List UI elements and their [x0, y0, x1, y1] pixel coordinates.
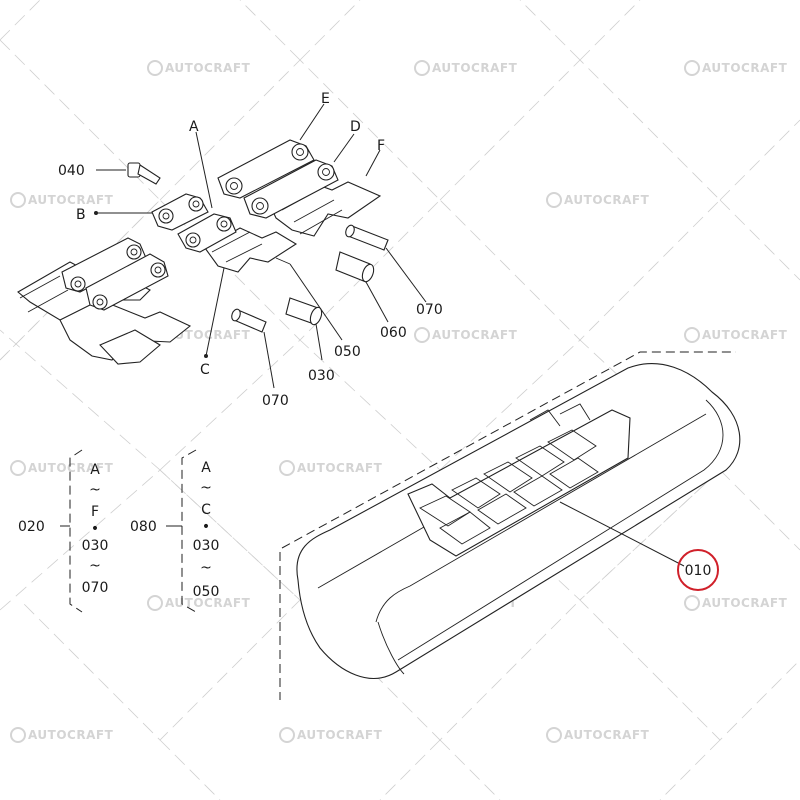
rubber-track [279, 351, 741, 700]
set-020-item: ~ [89, 558, 101, 574]
watermark-logo: AUTOCRAFT [279, 460, 383, 476]
callout-070-lower: 070 [262, 393, 289, 409]
watermark-logo: AUTOCRAFT [10, 460, 114, 476]
watermark-logo: AUTOCRAFT [147, 60, 251, 76]
set-020-item: F [91, 504, 99, 520]
watermark-logo: AUTOCRAFT [546, 192, 650, 208]
watermark-text: AUTOCRAFT [165, 61, 251, 75]
watermark-logo: AUTOCRAFT [10, 727, 114, 743]
set-020: 020 A ~ F • 030 ~ 070 [18, 462, 108, 596]
watermark-logo: AUTOCRAFT [546, 727, 650, 743]
highlight-circle [677, 549, 719, 591]
set-020-item: 070 [82, 580, 109, 596]
set-020-item: 030 [82, 538, 109, 554]
watermark-logos: AUTOCRAFT AUTOCRAFT AUTOCRAFT AUTOCRAFT … [10, 60, 788, 743]
set-080-item: ~ [200, 480, 212, 496]
watermark-logo: AUTOCRAFT [684, 60, 788, 76]
watermark-text: AUTOCRAFT [165, 328, 251, 342]
watermark-logo: AUTOCRAFT [147, 595, 251, 611]
watermark-text: AUTOCRAFT [28, 728, 114, 742]
callout-010-highlight[interactable]: 010 [677, 549, 719, 591]
callout-060: 060 [380, 325, 407, 341]
set-brackets [60, 449, 197, 613]
watermark-text: AUTOCRAFT [702, 61, 788, 75]
set-080-item: ~ [200, 560, 212, 576]
set-080-item: 030 [193, 538, 220, 554]
watermark-text: AUTOCRAFT [564, 728, 650, 742]
callout-b: B [76, 207, 86, 223]
set-080-item: • [202, 519, 210, 535]
set-080: 080 A ~ C • 030 ~ 050 [130, 460, 219, 600]
callout-030: 030 [308, 368, 335, 384]
link-assembly-b [127, 162, 298, 273]
watermark-logo: AUTOCRAFT [414, 60, 518, 76]
watermark-logo: AUTOCRAFT [414, 327, 518, 343]
watermark-logo: AUTOCRAFT [684, 327, 788, 343]
callout-c: C [200, 362, 210, 378]
watermark-text: AUTOCRAFT [702, 328, 788, 342]
watermark-logo: AUTOCRAFT [10, 192, 114, 208]
watermark-text: AUTOCRAFT [28, 461, 114, 475]
callout-labels: 040 B A E D F C 070 060 050 030 070 [58, 91, 443, 409]
watermark-text: AUTOCRAFT [165, 596, 251, 610]
callout-e: E [321, 91, 330, 107]
callout-a: A [189, 119, 199, 135]
callout-040: 040 [58, 163, 85, 179]
callout-070-upper: 070 [416, 302, 443, 318]
set-080-label: 080 [130, 519, 157, 535]
set-080-item: A [201, 460, 211, 476]
set-080-item: C [201, 502, 211, 518]
watermark-text: AUTOCRAFT [432, 61, 518, 75]
watermark-text: AUTOCRAFT [702, 596, 788, 610]
watermark-logo: AUTOCRAFT [279, 727, 383, 743]
set-020-item: • [91, 521, 99, 537]
set-020-item: A [90, 462, 100, 478]
link-assembly-e-d-f [217, 139, 382, 237]
watermark-logo: AUTOCRAFT [684, 595, 788, 611]
callout-leaders [94, 103, 427, 389]
callout-f: F [377, 138, 385, 154]
watermark-text: AUTOCRAFT [564, 193, 650, 207]
pins-and-bushings [231, 224, 389, 333]
set-020-label: 020 [18, 519, 45, 535]
left-chain-segment [17, 237, 192, 365]
watermark-text: AUTOCRAFT [28, 193, 114, 207]
callout-050: 050 [334, 344, 361, 360]
set-020-item: ~ [89, 482, 101, 498]
callout-d: D [350, 119, 361, 135]
watermark-text: AUTOCRAFT [297, 728, 383, 742]
callout-010: 010 [685, 563, 712, 579]
watermark-text: AUTOCRAFT [297, 461, 383, 475]
watermark-text: AUTOCRAFT [432, 328, 518, 342]
set-080-item: 050 [193, 584, 220, 600]
